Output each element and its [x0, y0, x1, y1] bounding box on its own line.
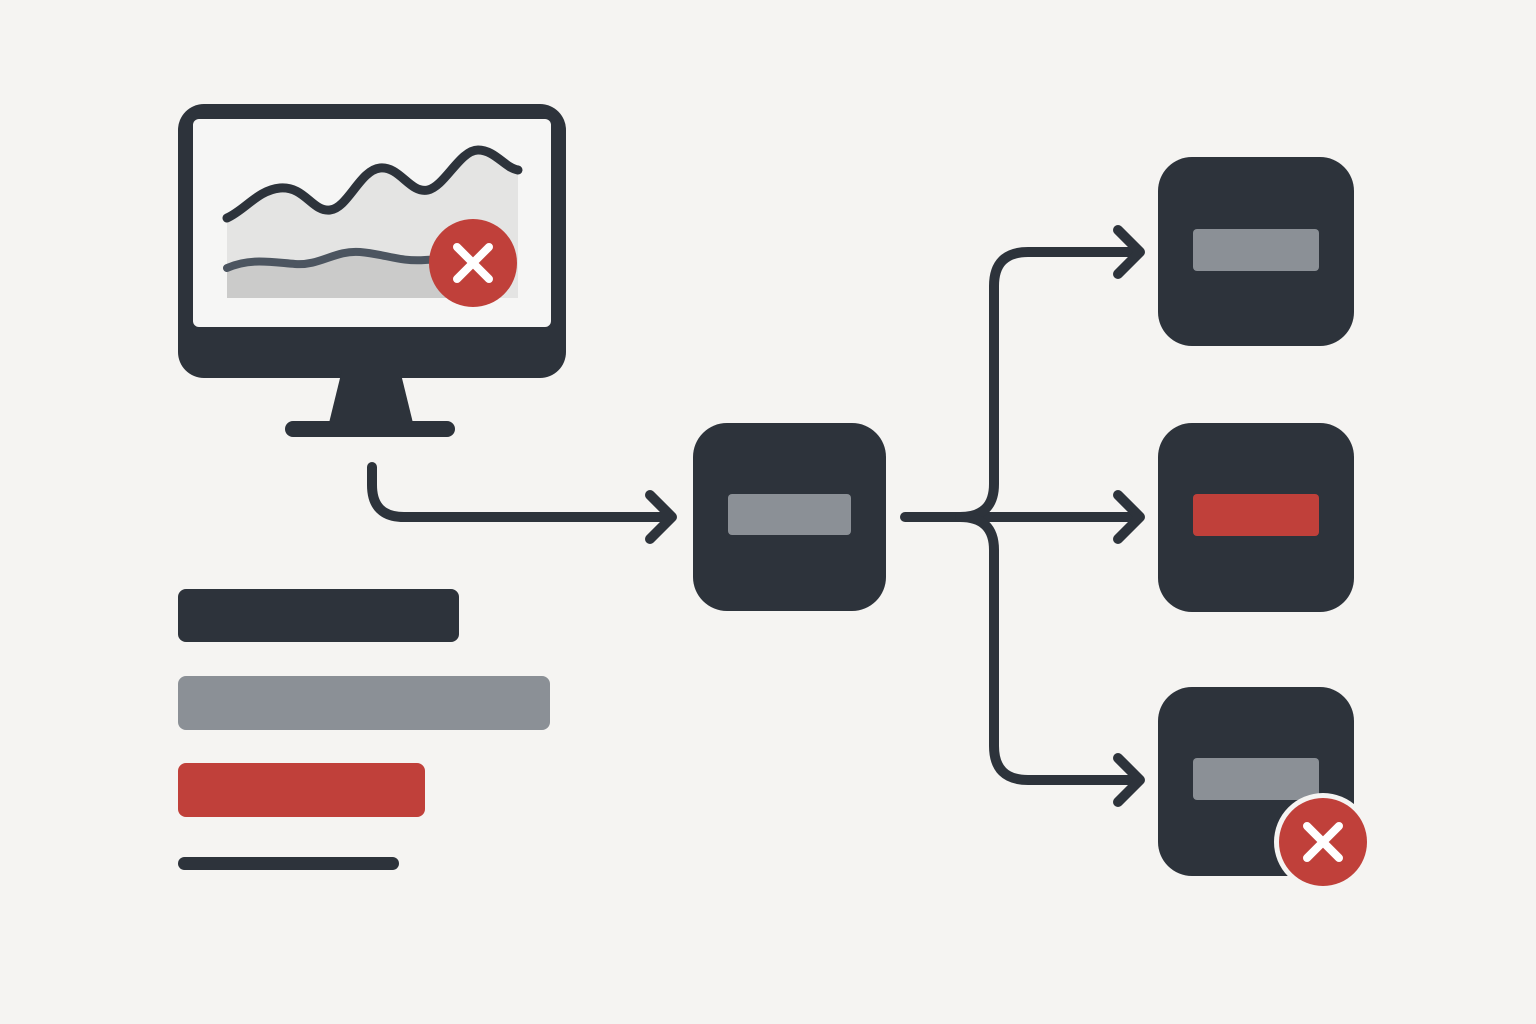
branch-connectors	[900, 225, 1145, 807]
monitor-stand	[329, 370, 413, 423]
arrowhead-right-icon	[645, 490, 677, 544]
chart-line-primary	[222, 145, 523, 223]
legend-bar-dark	[178, 589, 459, 642]
output-node-2-bar	[1193, 494, 1319, 536]
legend-bar-red	[178, 763, 425, 817]
legend-bar-gray	[178, 676, 550, 730]
arrowhead-right-icon	[1113, 753, 1145, 807]
monitor-icon	[178, 104, 566, 437]
arrowhead-right-icon	[1113, 490, 1145, 544]
router-node-bar	[728, 494, 851, 535]
output-node-1	[1158, 157, 1354, 346]
legend-bars	[178, 589, 550, 870]
connector-source-to-router	[367, 462, 677, 544]
error-x-icon	[1274, 793, 1372, 891]
error-x-icon	[429, 219, 517, 307]
arrowhead-right-icon	[1113, 225, 1145, 279]
router-node	[693, 423, 886, 611]
output-node-3	[1158, 687, 1372, 891]
monitor-base	[285, 421, 455, 437]
output-node-2	[1158, 423, 1354, 612]
legend-bar-thin	[178, 857, 399, 870]
output-node-3-bar	[1193, 758, 1319, 800]
output-node-1-bar	[1193, 229, 1319, 271]
